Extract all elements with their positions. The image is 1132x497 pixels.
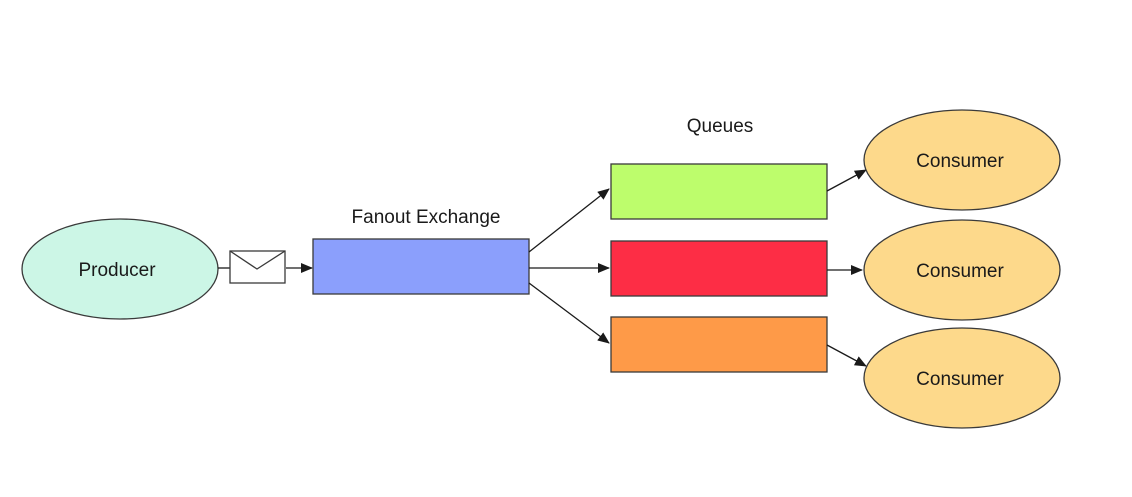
exchange-title: Fanout Exchange (352, 207, 501, 228)
queue-3-box (610, 316, 828, 373)
queues-group: Queues (610, 116, 828, 373)
consumer-node-3: Consumer (863, 327, 1061, 429)
edge-queue-1-to-consumer-1 (826, 169, 867, 192)
consumer-1-label: Consumer (916, 151, 1004, 172)
producer-label: Producer (78, 260, 156, 281)
envelope-icon (229, 250, 286, 284)
consumer-node-2: Consumer (863, 219, 1061, 321)
edge-queue-3-to-consumer-3 (826, 344, 867, 367)
producer-ellipse (21, 218, 219, 320)
queue-1-box (610, 163, 828, 220)
consumer-3-label: Consumer (916, 369, 1004, 390)
queues-title: Queues (687, 116, 754, 137)
exchange-node: Fanout Exchange (312, 207, 530, 295)
consumer-2-ellipse (863, 219, 1061, 321)
consumer-2-label: Consumer (916, 261, 1004, 282)
consumer-3-ellipse (863, 327, 1061, 429)
exchange-box (312, 238, 530, 295)
producer-node: Producer (21, 218, 219, 320)
edge-exchange-to-queue-3 (528, 282, 610, 344)
edge-exchange-to-queue-1 (528, 188, 610, 253)
consumer-node-1: Consumer (863, 109, 1061, 211)
consumer-1-ellipse (863, 109, 1061, 211)
queue-2-box (610, 240, 828, 297)
